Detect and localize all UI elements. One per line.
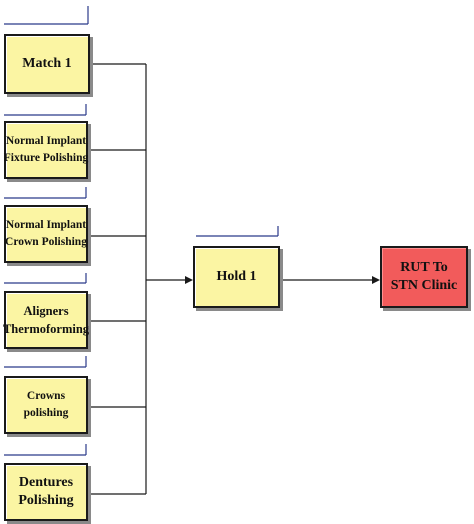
arrowhead-to-hold: [185, 276, 193, 284]
queue-indicator-crowns: [4, 356, 87, 368]
node-normal-implant-fixture-polishing[interactable]: Normal Implant Fixture Polishing: [4, 121, 88, 179]
node-crown-text: Normal Implant Crown Polishing: [5, 217, 87, 251]
node-aligners-thermoforming[interactable]: Aligners Thermoforming: [3, 291, 89, 349]
arrowhead-to-rut: [372, 276, 380, 284]
node-dentures-polishing[interactable]: Dentures Polishing: [4, 463, 88, 521]
node-crowns-line1: Crowns: [26, 390, 66, 402]
node-rut-text: RUT To STN Clinic: [391, 259, 458, 295]
node-crown-line2: Crown Polishing: [5, 236, 87, 248]
node-rut-line2: STN Clinic: [390, 278, 458, 293]
node-dentures-line1: Dentures: [18, 475, 74, 490]
node-dentures-text: Dentures Polishing: [18, 474, 73, 510]
node-hold-1-label: Hold 1: [216, 269, 257, 284]
connector-lines: [88, 63, 376, 495]
arrowheads: [185, 276, 380, 284]
queue-indicator-hold1: [196, 226, 279, 237]
queue-indicator-crown: [4, 187, 87, 199]
node-crowns-line2: polishing: [23, 407, 69, 419]
node-rut-line1: RUT To: [400, 260, 448, 275]
queue-indicator-fixture: [4, 104, 87, 116]
node-aligners-text: Aligners Thermoforming: [3, 302, 89, 338]
node-fixture-line1: Normal Implant: [5, 135, 87, 147]
node-crowns-polishing[interactable]: Crowns polishing: [4, 376, 88, 434]
queue-indicator-match1: [4, 6, 89, 25]
node-crown-line1: Normal Implant: [5, 219, 87, 231]
node-hold-1[interactable]: Hold 1: [193, 246, 280, 308]
queue-indicator-dentures: [4, 444, 87, 456]
node-fixture-line2: Fixture Polishing: [3, 152, 89, 164]
node-normal-implant-crown-polishing[interactable]: Normal Implant Crown Polishing: [4, 205, 88, 263]
node-match-1-label: Match 1: [22, 56, 72, 71]
queue-indicators: [4, 6, 279, 456]
queue-indicator-aligners: [4, 273, 87, 284]
node-rut-to-stn-clinic[interactable]: RUT To STN Clinic: [380, 246, 468, 308]
node-fixture-text: Normal Implant Fixture Polishing: [4, 133, 88, 167]
node-crowns-text: Crowns polishing: [24, 388, 69, 422]
node-aligners-line1: Aligners: [23, 304, 69, 318]
node-match-1[interactable]: Match 1: [4, 34, 90, 94]
node-aligners-line2: Thermoforming: [2, 322, 90, 336]
node-dentures-line2: Polishing: [18, 493, 74, 508]
